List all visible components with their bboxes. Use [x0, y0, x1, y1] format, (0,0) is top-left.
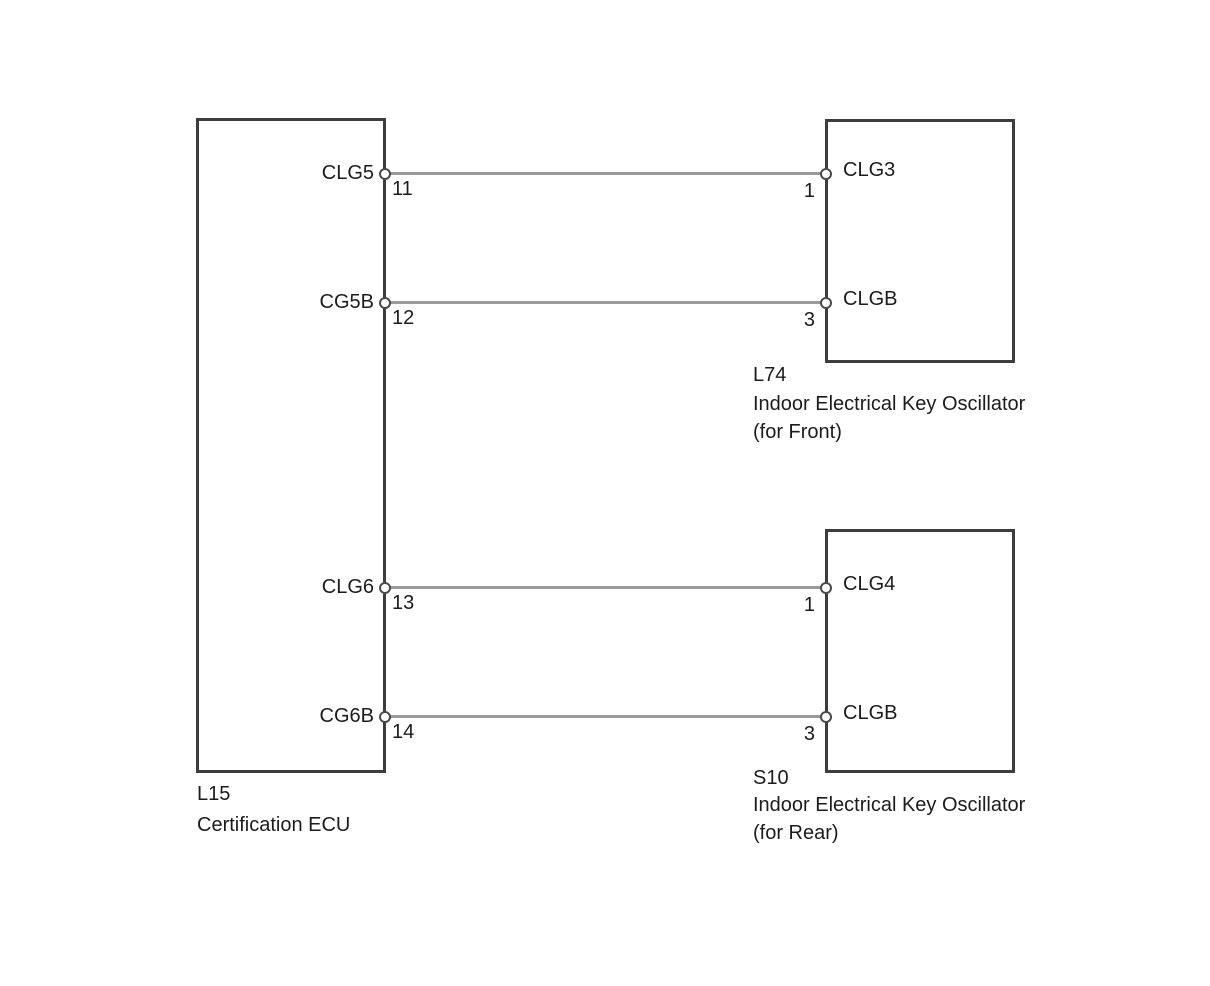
ecu-pin-label-clg5: CLG5 — [321, 162, 374, 184]
ecu-pin-number-11: 11 — [392, 178, 413, 200]
ecu-pin-number-14: 14 — [392, 721, 415, 743]
rear-oscillator-name: Indoor Electrical Key Oscillator — [753, 794, 1026, 816]
terminal-ecu-pin-12-icon — [379, 297, 391, 309]
rear-oscillator-variant: (for Rear) — [753, 822, 839, 844]
terminal-s10-pin-1-icon — [820, 582, 832, 594]
front-oscillator-code: L74 — [753, 364, 787, 386]
l74-pin-number-3: 3 — [803, 309, 815, 331]
wire-cg5b-to-clgb-front — [380, 301, 830, 304]
ecu-name: Certification ECU — [197, 814, 351, 836]
s10-pin-number-1: 1 — [803, 594, 815, 616]
front-oscillator-name: Indoor Electrical Key Oscillator — [753, 393, 1026, 415]
ecu-code: L15 — [197, 783, 231, 805]
ecu-pin-number-13: 13 — [392, 592, 415, 614]
front-oscillator-box — [825, 119, 1015, 363]
s10-pin-number-3: 3 — [803, 723, 815, 745]
wire-clg6-to-clg4 — [380, 586, 830, 589]
terminal-ecu-pin-11-icon — [379, 168, 391, 180]
terminal-l74-pin-1-icon — [820, 168, 832, 180]
ecu-pin-number-12: 12 — [392, 307, 415, 329]
front-oscillator-variant: (for Front) — [753, 421, 842, 443]
terminal-ecu-pin-14-icon — [379, 711, 391, 723]
s10-pin-label-clgb: CLGB — [843, 702, 898, 724]
ecu-pin-label-clg6: CLG6 — [321, 576, 374, 598]
wire-cg6b-to-clgb-rear — [380, 715, 830, 718]
rear-oscillator-box — [825, 529, 1015, 773]
s10-pin-label-clg4: CLG4 — [843, 573, 896, 595]
l74-pin-label-clg3: CLG3 — [843, 159, 896, 181]
terminal-s10-pin-3-icon — [820, 711, 832, 723]
l74-pin-label-clgb: CLGB — [843, 288, 898, 310]
ecu-pin-label-cg6b: CG6B — [319, 705, 374, 727]
rear-oscillator-code: S10 — [753, 767, 789, 789]
terminal-ecu-pin-13-icon — [379, 582, 391, 594]
terminal-l74-pin-3-icon — [820, 297, 832, 309]
wire-clg5-to-clg3 — [380, 172, 830, 175]
certification-ecu-box — [196, 118, 386, 773]
ecu-pin-label-cg5b: CG5B — [319, 291, 374, 313]
l74-pin-number-1: 1 — [803, 180, 815, 202]
